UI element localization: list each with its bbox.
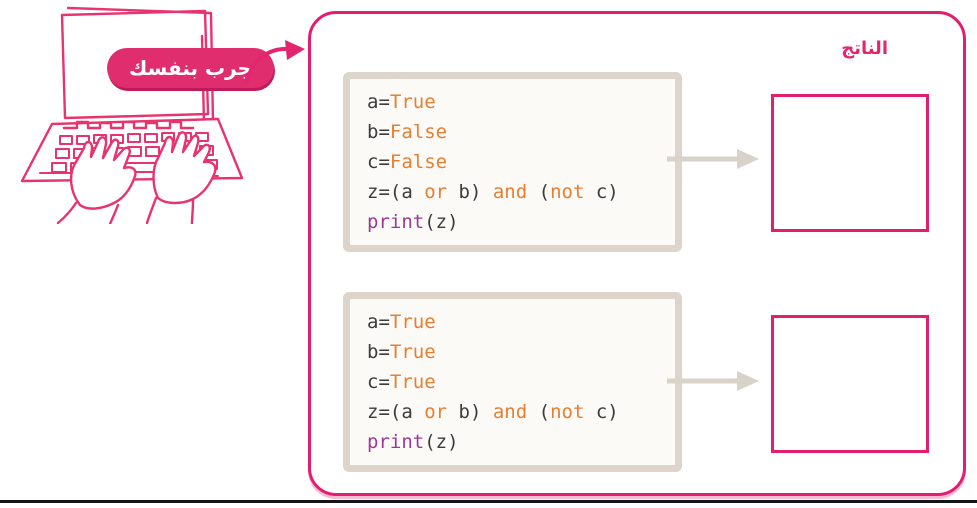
- try-yourself-badge-label: جرب بنفسك: [129, 56, 252, 80]
- answer-box[interactable]: [771, 315, 929, 453]
- curved-arrow-icon: [246, 40, 305, 82]
- right-arrow-icon: [667, 149, 759, 169]
- answer-box[interactable]: [771, 94, 929, 232]
- page-divider: [0, 500, 977, 503]
- output-column-label: الناتج: [841, 38, 888, 59]
- right-arrow-icon: [667, 371, 759, 391]
- try-yourself-badge: جرب بنفسك: [107, 48, 274, 88]
- laptop-typing-illustration-icon: [20, 6, 244, 224]
